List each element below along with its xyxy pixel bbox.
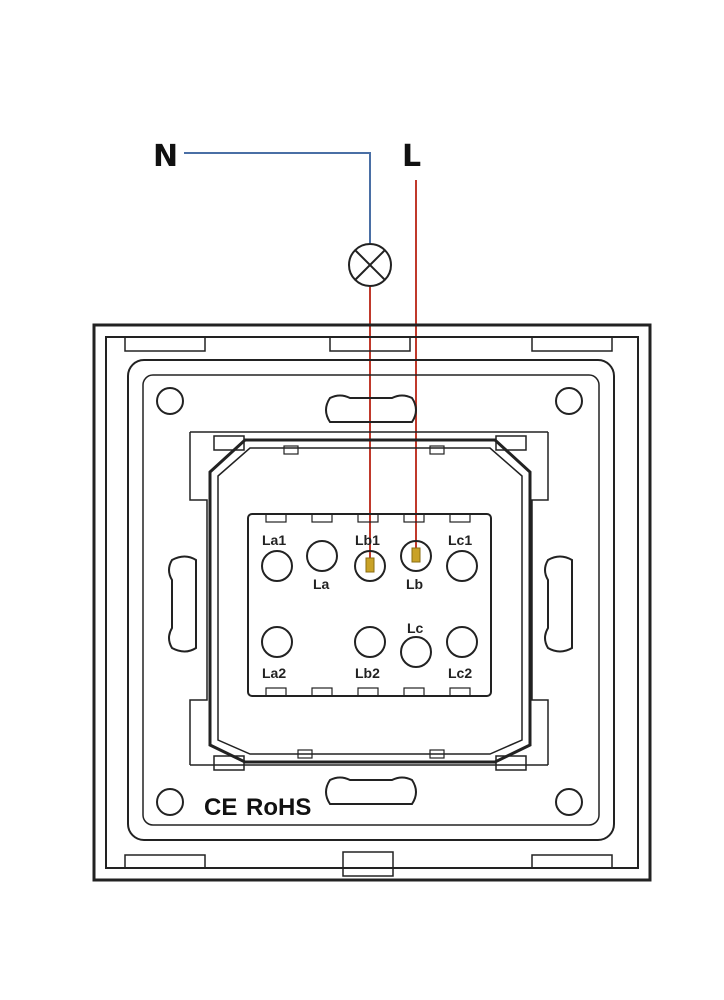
terminal-la2 [261, 626, 293, 658]
switch-back-plate [92, 323, 652, 882]
terminal-la1 [261, 550, 293, 582]
label-lb1: Lb1 [355, 532, 380, 548]
label-la1: La1 [262, 532, 286, 548]
terminal-la [306, 540, 338, 572]
label-lc1: Lc1 [448, 532, 472, 548]
neutral-label: N [153, 139, 178, 174]
terminal-lc1 [446, 550, 478, 582]
terminal-panel [247, 513, 492, 697]
terminal-lc [400, 636, 432, 668]
rohs-mark: RoHS [246, 794, 311, 821]
terminal-lc2 [446, 626, 478, 658]
load-wire-connector [365, 557, 375, 573]
module-housing [189, 431, 549, 771]
label-la2: La2 [262, 665, 286, 681]
label-lc: Lc [407, 620, 424, 636]
neutral-wire [184, 152, 371, 243]
label-lc2: Lc2 [448, 665, 472, 681]
live-wire-connector [411, 547, 421, 563]
ce-mark: CE [204, 794, 237, 821]
mounting-slots [168, 394, 573, 805]
lamp-icon [348, 243, 392, 287]
label-lb2: Lb2 [355, 665, 380, 681]
label-la: La [313, 576, 330, 592]
terminal-lb1 [354, 550, 386, 582]
terminal-lb [400, 540, 432, 572]
terminal-holes [261, 540, 478, 668]
live-label: L [402, 139, 421, 174]
mounting-holes [156, 387, 583, 816]
label-lb: Lb [406, 576, 423, 592]
terminal-lb2 [354, 626, 386, 658]
